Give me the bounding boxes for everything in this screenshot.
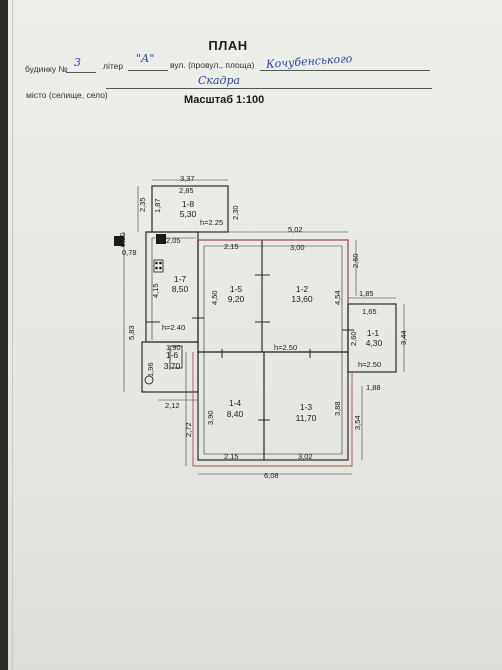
- wall-room-1-1: [347, 303, 397, 373]
- document-sheet: ПЛАН будинку № 3 літер "А" вул. (провул.…: [8, 0, 502, 670]
- dim-0-78: 0,78: [122, 248, 137, 257]
- dim-1-88: 1,88: [366, 383, 381, 392]
- dim-5-02: 5,02: [288, 225, 303, 234]
- height-label: h=2.40: [162, 323, 185, 332]
- dim-3-54: 3,54: [353, 415, 362, 430]
- bathtub-icon: [169, 345, 183, 369]
- height-label: h=2.50: [358, 360, 381, 369]
- dim-2-15-top: 2,15: [224, 242, 239, 251]
- height-label: h=2.50: [274, 343, 297, 352]
- page-margin-line: [12, 0, 13, 670]
- fixtures: [114, 234, 183, 385]
- letter-underline: [128, 70, 168, 71]
- letter-label-row: літер: [103, 61, 123, 71]
- street-label: вул. (провул., площа): [170, 60, 255, 70]
- house-label: будинку №: [25, 64, 68, 74]
- dim-6-08: 6,08: [264, 471, 279, 480]
- stove-icon: [156, 234, 166, 244]
- hob-burner-icon: [159, 266, 162, 270]
- room-1-3-area: 11,70: [296, 413, 317, 423]
- room-1-7-area: 8,50: [172, 284, 189, 294]
- room-1-6-id: 1-6: [166, 350, 179, 360]
- letter-label: літер: [103, 61, 124, 71]
- dim-1-90: 1,90: [166, 343, 181, 352]
- dim-2-35: 2,35: [138, 197, 147, 212]
- letter-value: "А": [136, 52, 155, 65]
- dim-2-30: 2,30: [231, 205, 240, 220]
- red-outline: [192, 239, 353, 467]
- wall-main-lower: [197, 351, 349, 461]
- room-1-1-id: 1-1: [367, 328, 380, 338]
- room-1-4-area: 8,40: [227, 409, 244, 419]
- dim-0-80: 0,80: [118, 232, 127, 247]
- street-label-row: вул. (провул., площа): [170, 60, 254, 70]
- dimension-labels: 3,37 2,85 2,35 1,87 2,30 0,80 0,78 2,05 …: [118, 174, 408, 480]
- red-outline-top: [198, 239, 349, 304]
- height-labels: h=2.25 h=2.40 h=2.50 h=2.50: [162, 218, 381, 369]
- red-outline-bottom: [192, 352, 353, 467]
- city-label: місто (селище, село): [26, 90, 108, 100]
- dim-2-60-top: 2,60: [351, 253, 360, 268]
- dim-1-87: 1,87: [153, 198, 162, 213]
- dim-3-37: 3,37: [180, 174, 195, 183]
- house-number: 3: [74, 56, 81, 69]
- boiler-icon: [114, 236, 124, 246]
- room-1-2-id: 1-2: [296, 284, 309, 294]
- dim-1-85: 1,85: [359, 289, 374, 298]
- height-label: h=2.25: [200, 218, 223, 227]
- city-label-row: місто (селище, село): [26, 90, 108, 100]
- dim-4-15: 4,15: [151, 283, 160, 298]
- dim-1-65: 1,65: [362, 307, 377, 316]
- plan-title: ПЛАН: [208, 38, 248, 53]
- wall-main-upper: [197, 239, 349, 353]
- dim-2-72: 2,72: [184, 422, 193, 437]
- dim-3-88: 3,88: [333, 401, 342, 416]
- dim-2-15-bottom: 2,15: [224, 452, 239, 461]
- dimension-lines: [123, 179, 405, 475]
- dim-4-54: 4,54: [333, 290, 342, 305]
- room-1-1-area: 4,30: [366, 338, 383, 348]
- dim-2-12: 2,12: [165, 401, 180, 410]
- room-1-8-area: 5,30: [180, 209, 197, 219]
- dim-2-05: 2,05: [166, 236, 181, 245]
- room-1-2-area: 13,60: [291, 294, 313, 304]
- hob-burner-icon: [155, 266, 158, 270]
- house-label-row: будинку №: [25, 64, 68, 74]
- openings: [146, 231, 354, 421]
- room-1-6-area: 3,70: [164, 361, 181, 371]
- dim-1-96: 1,96: [146, 362, 155, 377]
- house-number-underline: [66, 72, 96, 73]
- dim-3-02: 3,02: [298, 452, 313, 461]
- dim-3-90: 3,90: [206, 410, 215, 425]
- dim-2-60-right: 2,60: [349, 331, 358, 346]
- scale-label: Масштаб 1:100: [184, 94, 265, 106]
- dim-2-85: 2,85: [179, 186, 194, 195]
- city-underline: [106, 88, 432, 89]
- toilet-icon: [144, 375, 154, 385]
- room-labels: 1-8 5,30 1-7 8,50 1-6 3,70 1-5 9,20 1-2 …: [164, 199, 383, 423]
- dim-3-00: 3,00: [290, 243, 305, 252]
- room-1-8-id: 1-8: [182, 199, 195, 209]
- room-1-7-id: 1-7: [174, 274, 187, 284]
- room-1-5-id: 1-5: [230, 284, 243, 294]
- hob-burner-icon: [159, 261, 162, 265]
- room-1-3-id: 1-3: [300, 402, 313, 412]
- hob-burner-icon: [155, 261, 158, 265]
- room-1-5-area: 9,20: [228, 294, 245, 304]
- dim-4-50: 4,50: [210, 290, 219, 305]
- hob-icon: [153, 259, 164, 273]
- room-1-4-id: 1-4: [229, 398, 242, 408]
- dim-5-83: 5,83: [127, 325, 136, 340]
- street-underline: [260, 70, 430, 71]
- city-value: Скадра: [198, 74, 241, 87]
- dim-3-44: 3,44: [399, 330, 408, 345]
